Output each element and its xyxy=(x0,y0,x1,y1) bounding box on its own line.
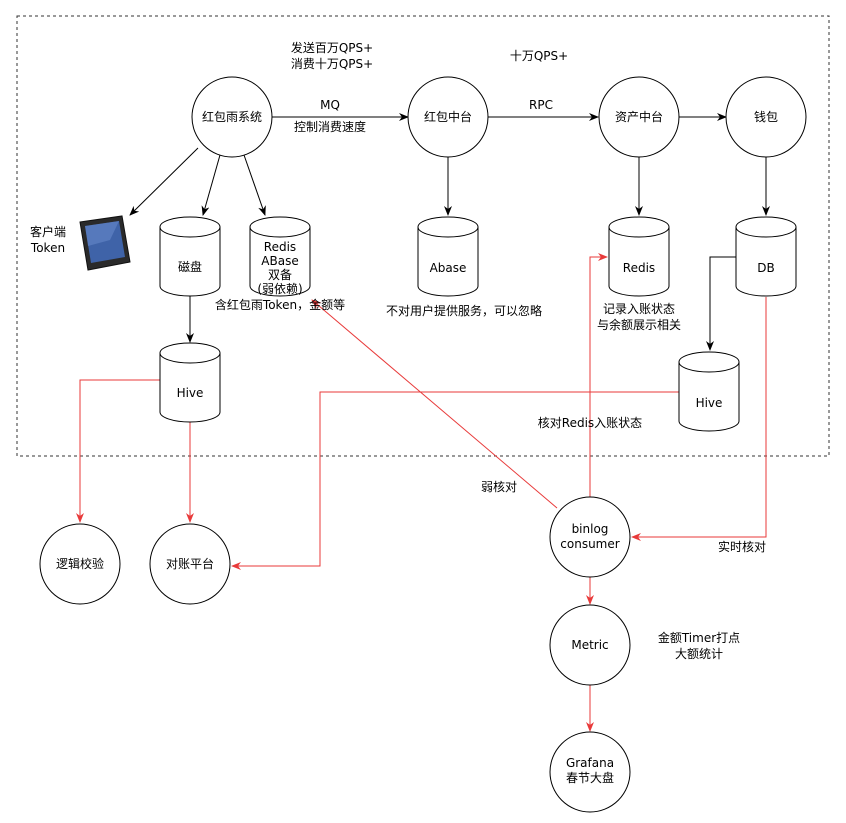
node-hive-left: Hive xyxy=(159,342,221,423)
node-grafana-label-2: 春节大盘 xyxy=(566,770,614,785)
node-redis-abase-label-4: (弱依赖) xyxy=(257,281,302,296)
node-qianbao-label: 钱包 xyxy=(754,109,778,124)
label-metric-note-1: 金额Timer打点 xyxy=(658,630,740,645)
node-redis-label: Redis xyxy=(623,261,655,275)
node-metric: Metric xyxy=(549,604,631,686)
node-db-label: DB xyxy=(757,261,774,275)
node-hongbao-zhongtai: 红包中台 xyxy=(407,76,489,158)
edge-db-to-binlog xyxy=(631,297,767,541)
node-metric-label: Metric xyxy=(571,638,608,652)
label-redis-note: 含红包雨Token，金额等 xyxy=(215,297,345,312)
client-label-1: 客户端 xyxy=(30,224,66,239)
edge-hive-to-luoji xyxy=(76,379,160,523)
node-hive-left-label: Hive xyxy=(177,386,204,400)
node-binlog-label-1: binlog xyxy=(572,522,609,536)
node-abase: Abase xyxy=(417,216,479,297)
node-zichan-zhongtai: 资产中台 xyxy=(598,76,680,158)
node-grafana-label-1: Grafana xyxy=(566,756,614,770)
node-hongbao-zhongtai-label: 红包中台 xyxy=(424,109,472,124)
system-boundary xyxy=(16,15,830,457)
edge-binlog-to-redis xyxy=(589,253,608,505)
node-binlog-consumer: binlog consumer xyxy=(549,496,631,578)
node-duizhang: 对账平台 xyxy=(149,523,231,605)
label-qps-send: 发送百万QPS+ xyxy=(291,40,373,55)
node-cipan: 磁盘 xyxy=(159,216,221,297)
node-binlog-label-2: consumer xyxy=(560,537,619,551)
node-abase-label: Abase xyxy=(430,261,467,275)
node-hive-right-label: Hive xyxy=(696,396,723,410)
edge-hby-to-client xyxy=(129,147,199,216)
edge-db-to-hive xyxy=(706,256,736,351)
label-metric-note-2: 大额统计 xyxy=(675,647,723,661)
node-redis-abase: Redis ABase 双备 (弱依赖) xyxy=(249,216,311,297)
node-redis-abase-label-1: Redis xyxy=(264,240,296,254)
label-abase-note: 不对用户提供服务，可以忽略 xyxy=(386,303,542,318)
node-hive-right: Hive xyxy=(678,351,740,432)
tablet-icon xyxy=(79,215,131,271)
edge-binlog-to-redis-abase xyxy=(311,299,558,509)
label-qps-rpc: 十万QPS+ xyxy=(510,49,568,63)
node-redis: Redis xyxy=(608,216,670,297)
node-db: DB xyxy=(735,216,797,297)
node-qianbao: 钱包 xyxy=(725,76,807,158)
edge-hby-to-cipan xyxy=(201,154,221,216)
node-luoji: 逻辑校验 xyxy=(39,523,121,605)
node-luoji-label: 逻辑校验 xyxy=(56,556,104,571)
node-redis-abase-label-2: ABase xyxy=(261,254,298,268)
label-mq-sub: 控制消费速度 xyxy=(294,119,366,134)
node-cipan-label: 磁盘 xyxy=(178,259,202,274)
label-realtime-check: 实时核对 xyxy=(718,539,766,554)
label-redis-note-2: 与余额展示相关 xyxy=(597,317,681,332)
node-redis-abase-label-3: 双备 xyxy=(268,268,292,282)
label-redis-note-1: 记录入账状态 xyxy=(603,302,675,316)
node-zichan-zhongtai-label: 资产中台 xyxy=(615,109,663,124)
client-label-2: Token xyxy=(30,241,65,255)
label-qps-consume: 消费十万QPS+ xyxy=(291,57,373,71)
node-hongbaoyu: 红包雨系统 xyxy=(191,76,273,158)
node-duizhang-label: 对账平台 xyxy=(166,556,214,571)
label-mq: MQ xyxy=(320,98,340,112)
node-grafana: Grafana 春节大盘 xyxy=(549,731,631,813)
label-check-redis: 核对Redis入账状态 xyxy=(538,416,642,430)
edge-hby-to-redis-abase xyxy=(243,154,266,216)
node-hongbaoyu-label: 红包雨系统 xyxy=(202,109,262,124)
label-weak-check: 弱核对 xyxy=(481,480,517,494)
edge-hive-right-to-duizhang xyxy=(231,391,679,570)
label-rpc: RPC xyxy=(529,98,553,112)
